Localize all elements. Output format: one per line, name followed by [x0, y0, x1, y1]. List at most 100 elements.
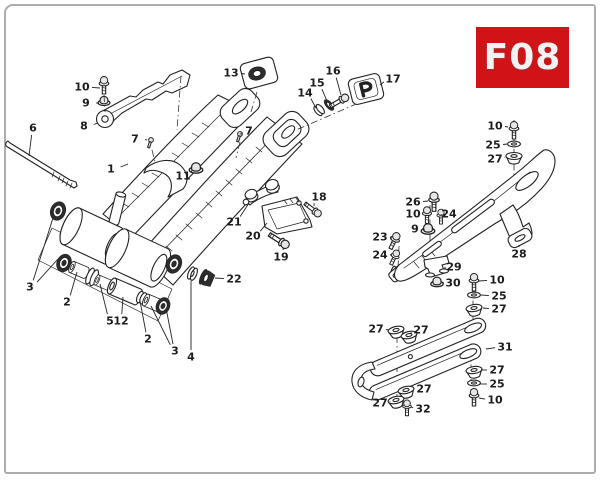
part-callout-24: 24 — [441, 208, 457, 221]
pivot-tube-right — [104, 228, 172, 288]
part-callout-2: 2 — [63, 296, 71, 309]
leader-line-13 — [240, 73, 246, 75]
part-callout-8: 8 — [80, 120, 88, 133]
chain-guard-group — [385, 120, 556, 288]
part-callout-27: 27 — [489, 364, 504, 377]
part-callout-25: 25 — [489, 378, 504, 391]
part-callout-1: 1 — [107, 163, 115, 176]
part-callout-3: 3 — [26, 281, 34, 294]
screw-7-left — [147, 137, 154, 149]
leader-line-10 — [504, 126, 509, 128]
part-callout-10: 10 — [74, 81, 90, 94]
part-callout-7: 7 — [131, 133, 139, 146]
leader-line-16 — [335, 77, 342, 96]
chain-slider-link-group — [351, 272, 487, 417]
leader-line-27 — [409, 332, 412, 335]
part-callout-20: 20 — [245, 230, 261, 243]
adjuster-block-13 — [239, 56, 279, 90]
leader-line-27 — [482, 307, 490, 310]
leader-line-25 — [480, 294, 490, 297]
part-callout-27: 27 — [368, 323, 383, 336]
part-callout-18: 18 — [311, 191, 326, 204]
page-code: F08 — [483, 37, 562, 78]
leader-line-6 — [28, 134, 33, 157]
leader-line-8 — [93, 122, 99, 125]
leader-line-3 — [150, 305, 171, 346]
leader-line-27 — [385, 329, 390, 331]
leader-line-5 — [99, 283, 108, 315]
part-callout-25: 25 — [485, 139, 500, 152]
leader-line-10 — [478, 279, 488, 282]
part-callout-24: 24 — [372, 249, 388, 262]
leader-line-31 — [485, 347, 496, 350]
part-callout-5: 5 — [106, 315, 114, 328]
leader-line-14 — [310, 98, 317, 109]
chain-slider-top-part — [95, 69, 191, 131]
washer-14 — [313, 103, 325, 117]
nut-22 — [198, 268, 216, 287]
part-callout-31: 31 — [497, 341, 512, 354]
part-callout-27: 27 — [413, 324, 428, 337]
leader-line-3 — [32, 217, 54, 281]
part-callout-27: 27 — [416, 383, 431, 396]
part-callout-26: 26 — [405, 196, 421, 209]
part-callout-19: 19 — [273, 251, 288, 264]
leader-line-22 — [214, 277, 225, 280]
part-callout-12: 12 — [113, 315, 128, 328]
pivot-bushings — [47, 199, 216, 317]
part-callout-32: 32 — [415, 403, 430, 416]
leader-line-10 — [478, 397, 486, 400]
leader-line-25 — [502, 143, 508, 145]
part-callout-6: 6 — [29, 122, 37, 135]
part-callout-28: 28 — [511, 248, 526, 261]
leader-line-3 — [165, 307, 174, 345]
washer-4 — [186, 266, 198, 281]
part-callout-14: 14 — [297, 87, 313, 100]
part-callout-30: 30 — [445, 277, 461, 290]
left-axle-end — [219, 88, 261, 128]
part-callout-7: 7 — [245, 125, 253, 138]
leader-line-21 — [239, 202, 250, 217]
part-callout-11: 11 — [175, 170, 190, 183]
page-code-badge: F08 — [476, 27, 569, 88]
part-callout-10: 10 — [489, 274, 505, 287]
part-callout-3: 3 — [171, 345, 179, 358]
part-callout-15: 15 — [309, 77, 324, 90]
leader-line-2 — [139, 300, 147, 333]
part-callout-22: 22 — [226, 273, 241, 286]
leader-line-2 — [69, 271, 78, 296]
part-callout-27: 27 — [487, 153, 502, 166]
leader-line-26 — [422, 200, 429, 202]
part-callout-25: 25 — [491, 290, 506, 303]
part-callout-9: 9 — [411, 223, 419, 236]
right-axle-end — [262, 110, 310, 158]
leader-line-20 — [259, 222, 268, 232]
part-callout-16: 16 — [325, 65, 341, 78]
leader-line-11 — [190, 169, 193, 173]
part-callout-4: 4 — [187, 351, 195, 364]
part-callout-2: 2 — [144, 333, 152, 346]
part-callout-17: 17 — [385, 73, 400, 86]
part-callout-27: 27 — [372, 397, 387, 410]
part-callout-29: 29 — [446, 261, 461, 274]
leader-line-3 — [36, 258, 59, 283]
part-callout-13: 13 — [223, 67, 238, 80]
part-callout-9: 9 — [82, 97, 90, 110]
leader-line-10 — [91, 86, 101, 89]
part-callout-23: 23 — [372, 231, 387, 244]
part-callout-10: 10 — [405, 208, 421, 221]
swingarm-part — [37, 88, 385, 322]
leader-line-15 — [321, 88, 328, 102]
pivot-axle-rod — [5, 140, 78, 189]
leader-line-32 — [410, 406, 414, 409]
part-callout-27: 27 — [491, 303, 506, 316]
brake-bracket-group — [242, 178, 324, 251]
part-callout-21: 21 — [226, 216, 241, 229]
adjuster-block-17 — [347, 73, 385, 105]
leader-line-12 — [121, 296, 124, 315]
part-callout-10: 10 — [487, 394, 503, 407]
leader-line-1 — [120, 163, 129, 168]
